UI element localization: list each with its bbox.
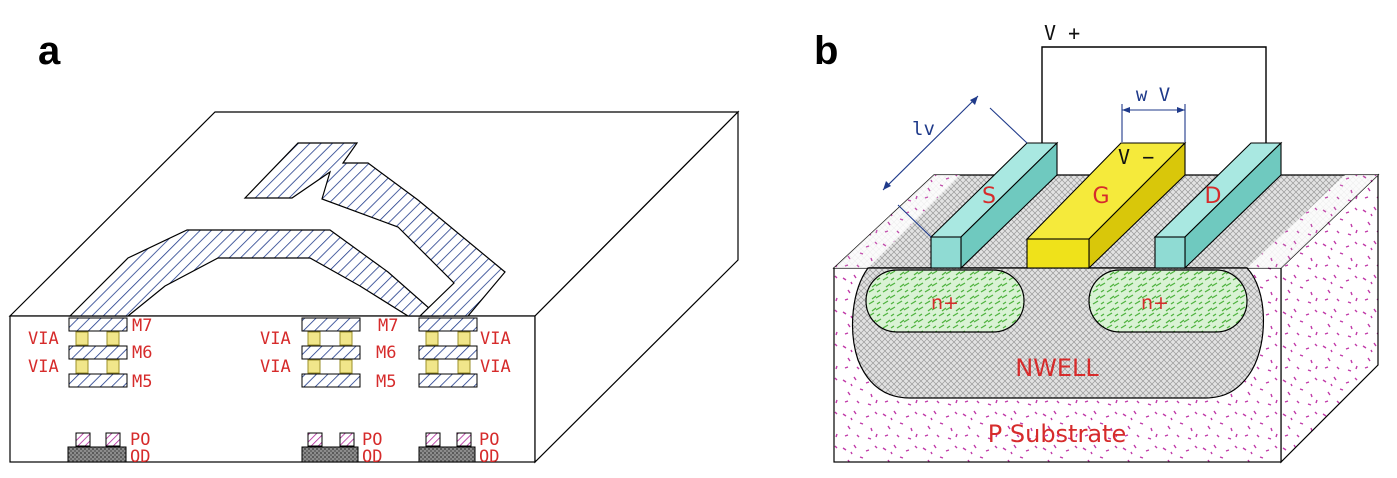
substrate-label: P Substrate xyxy=(988,420,1126,448)
source-terminal: S xyxy=(929,141,1059,270)
via-label: VIA xyxy=(480,357,511,377)
via-cell xyxy=(307,331,321,346)
m6-layer xyxy=(301,345,361,360)
via-label: VIA xyxy=(260,329,291,349)
poly-label: PO xyxy=(479,430,499,450)
poly-cell xyxy=(105,432,121,447)
m6-label: M6 xyxy=(132,343,152,363)
via-cell xyxy=(457,331,471,346)
wv-label: w V xyxy=(1136,84,1170,106)
wv-dimension: w V xyxy=(1121,84,1186,142)
poly-cell xyxy=(425,432,441,447)
poly-cell xyxy=(75,432,91,447)
gate-label: G xyxy=(1092,184,1109,209)
gate-terminal: G xyxy=(1025,141,1187,270)
top-face-dots-left xyxy=(834,175,960,268)
via-label: VIA xyxy=(28,357,59,377)
via-label: VIA xyxy=(480,329,511,349)
n-plus-label: n+ xyxy=(1141,292,1169,314)
via-cell xyxy=(75,359,89,374)
via-cell xyxy=(457,359,471,374)
n-plus-source-region xyxy=(865,269,1025,333)
lv-dimension: lv xyxy=(882,95,1028,238)
poly-label: PO xyxy=(130,430,150,450)
via-cell xyxy=(339,359,353,374)
n-plus-label: n+ xyxy=(931,292,959,314)
via-stack-right: VIA VIA PO OD xyxy=(418,317,511,467)
panel-a-letter: a xyxy=(38,29,61,73)
via-cell xyxy=(106,331,120,346)
via-cell xyxy=(75,331,89,346)
m7-label: M7 xyxy=(132,316,152,336)
od-label: OD xyxy=(479,447,499,467)
m7-label: M7 xyxy=(378,316,398,336)
lv-label: lv xyxy=(912,118,935,140)
via-cell xyxy=(106,359,120,374)
od-layer xyxy=(418,446,476,463)
top-face-dots-right xyxy=(1247,175,1378,268)
via-cell xyxy=(339,331,353,346)
m5-label: M5 xyxy=(376,372,396,392)
v-plus-label: V + xyxy=(1044,21,1080,45)
via-stack-left: M7 M6 M5 VIA VIA PO OD xyxy=(28,316,152,467)
od-layer xyxy=(301,446,359,463)
poly-cell xyxy=(456,432,472,447)
block-side-face xyxy=(534,110,739,464)
drain-terminal: D xyxy=(1153,141,1283,270)
m5-layer xyxy=(68,373,128,388)
drain-label: D xyxy=(1205,184,1222,209)
metal-trace-hook xyxy=(243,142,506,317)
od-label: OD xyxy=(130,447,150,467)
poly-cell xyxy=(307,432,323,447)
m6-label: M6 xyxy=(376,343,396,363)
m7-layer xyxy=(301,317,361,332)
via-label: VIA xyxy=(260,357,291,377)
od-layer xyxy=(67,446,127,463)
panel-a: a M7 M6 M5 VIA VIA PO OD xyxy=(8,29,740,467)
m7-layer xyxy=(68,317,128,332)
via-cell xyxy=(307,359,321,374)
v-minus-label: V − xyxy=(1118,145,1154,169)
panel-b: b n+ n+ NWELL P Substrate S G xyxy=(814,21,1380,464)
od-label: OD xyxy=(362,447,382,467)
v-plus-wire xyxy=(1041,46,1267,143)
m6-layer xyxy=(68,345,128,360)
via-stack-middle: M7 M6 M5 VIA VIA PO OD xyxy=(260,316,398,467)
m5-layer xyxy=(301,373,361,388)
source-label: S xyxy=(982,184,996,209)
n-plus-drain-region xyxy=(1088,269,1248,333)
metal-trace-arch xyxy=(68,229,440,317)
nwell-label: NWELL xyxy=(1015,354,1099,382)
poly-cell xyxy=(339,432,355,447)
panel-b-letter: b xyxy=(814,29,838,73)
m6-layer xyxy=(418,345,478,360)
m5-label: M5 xyxy=(132,372,152,392)
block-front-face xyxy=(9,315,536,463)
via-cell xyxy=(425,359,439,374)
via-label: VIA xyxy=(28,329,59,349)
via-cell xyxy=(425,331,439,346)
poly-label: PO xyxy=(362,430,382,450)
m5-layer xyxy=(418,373,478,388)
m7-layer xyxy=(418,317,478,332)
